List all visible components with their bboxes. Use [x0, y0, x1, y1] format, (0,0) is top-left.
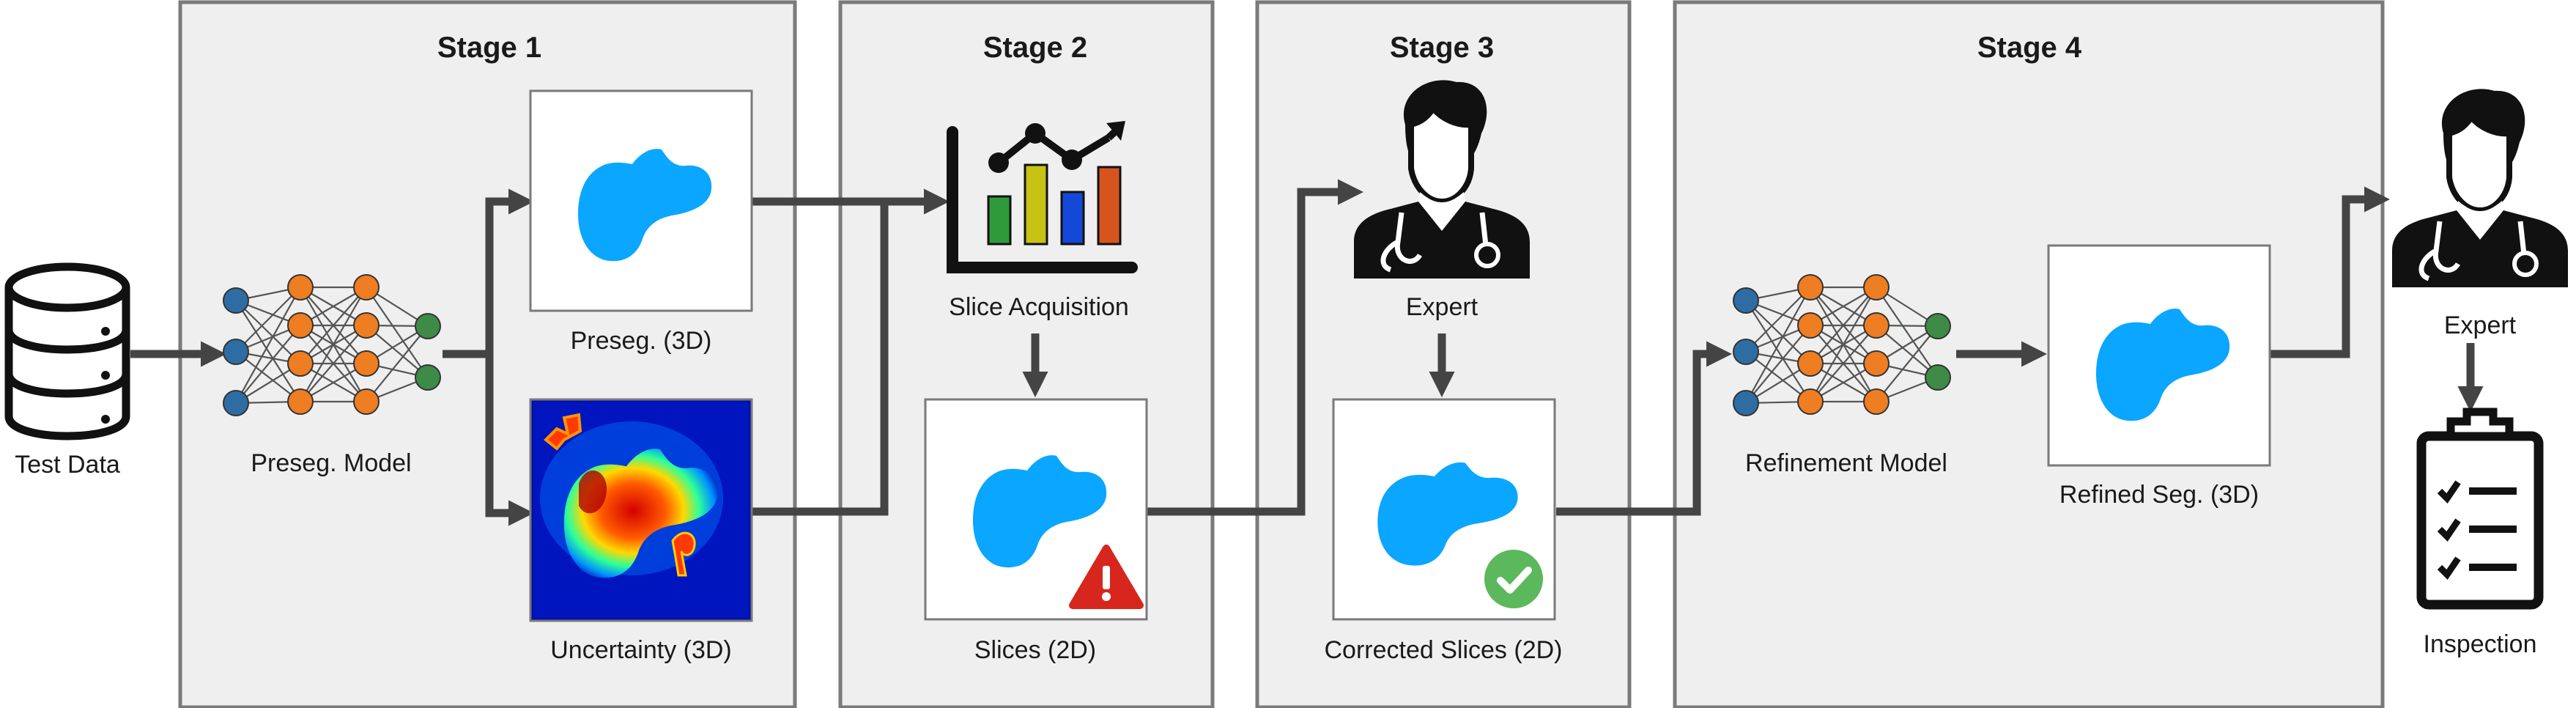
connector-uncertainty-to-acquisition [752, 202, 889, 516]
nn-node [223, 287, 249, 314]
nn-edge [235, 351, 301, 402]
nn-edge [1876, 325, 1939, 378]
nn-node [353, 274, 380, 300]
expert-final-label: Expert [2444, 311, 2517, 339]
test-data-label: Test Data [15, 451, 120, 479]
connector-slices-to-expert [1147, 179, 1364, 516]
nn-edge [1745, 287, 1811, 404]
nn-edge [300, 287, 367, 402]
slice-acquisition-label: Slice Acquisition [949, 293, 1129, 321]
stage-4-title: Stage 4 [1977, 32, 2082, 64]
nn-node [353, 312, 380, 339]
connector-model-to-uncertainty [485, 354, 535, 526]
check-icon [1484, 550, 1543, 608]
clipboard-icon [2416, 408, 2544, 610]
connector-corrected-to-refinement [1556, 341, 1733, 516]
preseg-3d-label: Preseg. (3D) [571, 327, 712, 355]
nn-edge [1745, 351, 1811, 402]
nn-node [287, 350, 314, 377]
stage-1-title: Stage 1 [437, 32, 541, 64]
nn-edge [1876, 287, 1939, 378]
nn-node [287, 388, 314, 415]
uncertainty-heatmap [529, 398, 753, 622]
nn-node [1797, 312, 1824, 339]
connector-refined-to-expert [2270, 186, 2391, 358]
nn-edge [1810, 287, 1877, 402]
nn-node [287, 274, 314, 300]
database-icon [4, 262, 130, 440]
nn-edge [1810, 287, 1877, 364]
nn-node [415, 313, 441, 339]
nn-edge [235, 300, 301, 402]
uncertainty-3d-label: Uncertainty (3D) [550, 636, 732, 664]
connector-model-to-preseg [443, 188, 535, 358]
nn-node [1733, 390, 1759, 416]
inspection-label: Inspection [2424, 630, 2537, 658]
nn-edge [1745, 287, 1811, 353]
nn-edge [300, 287, 367, 364]
nn-node [1797, 274, 1824, 300]
nn-edge [1745, 300, 1811, 402]
nn-node [287, 312, 314, 339]
chart-icon [947, 121, 1138, 273]
stage-2-title: Stage 2 [983, 32, 1087, 64]
nn-edge [235, 287, 301, 353]
corrected-slices-label: Corrected Slices (2D) [1325, 636, 1563, 664]
nn-edge [366, 325, 429, 402]
nn-node [1863, 274, 1890, 300]
nn-edge [235, 300, 301, 364]
expert-stage3-label: Expert [1406, 293, 1478, 321]
nn-node [1925, 313, 1951, 339]
nn-edge [1745, 325, 1811, 404]
nn-edge [235, 325, 301, 404]
nn-edge [1810, 325, 1877, 402]
nn-edge [300, 325, 367, 402]
nn-node [1925, 364, 1951, 391]
nn-node [1863, 350, 1890, 377]
nn-node [1797, 388, 1824, 415]
neural-network-icon [223, 274, 441, 416]
nn-node [1797, 350, 1824, 377]
nn-node [353, 388, 380, 415]
neural-network-icon [1733, 274, 1951, 416]
stage-3-title: Stage 3 [1390, 32, 1494, 64]
nn-node [223, 339, 249, 365]
nn-node [1733, 339, 1759, 365]
nn-node [1733, 287, 1759, 314]
slices-2d-label: Slices (2D) [974, 636, 1096, 664]
nn-edge [366, 325, 429, 378]
nn-edge [366, 287, 429, 378]
nn-edge [235, 287, 301, 404]
nn-edge [1876, 325, 1939, 402]
nn-node [1863, 312, 1890, 339]
doctor-icon [2392, 89, 2568, 287]
nn-node [353, 350, 380, 377]
nn-node [415, 364, 441, 391]
refined-seg-label: Refined Seg. (3D) [2059, 481, 2259, 509]
warning-icon [1069, 545, 1144, 609]
preseg-model-label: Preseg. Model [251, 449, 411, 477]
nn-node [1863, 388, 1890, 415]
nn-node [223, 390, 249, 416]
refinement-model-label: Refinement Model [1745, 449, 1947, 477]
nn-edge [1745, 300, 1811, 364]
